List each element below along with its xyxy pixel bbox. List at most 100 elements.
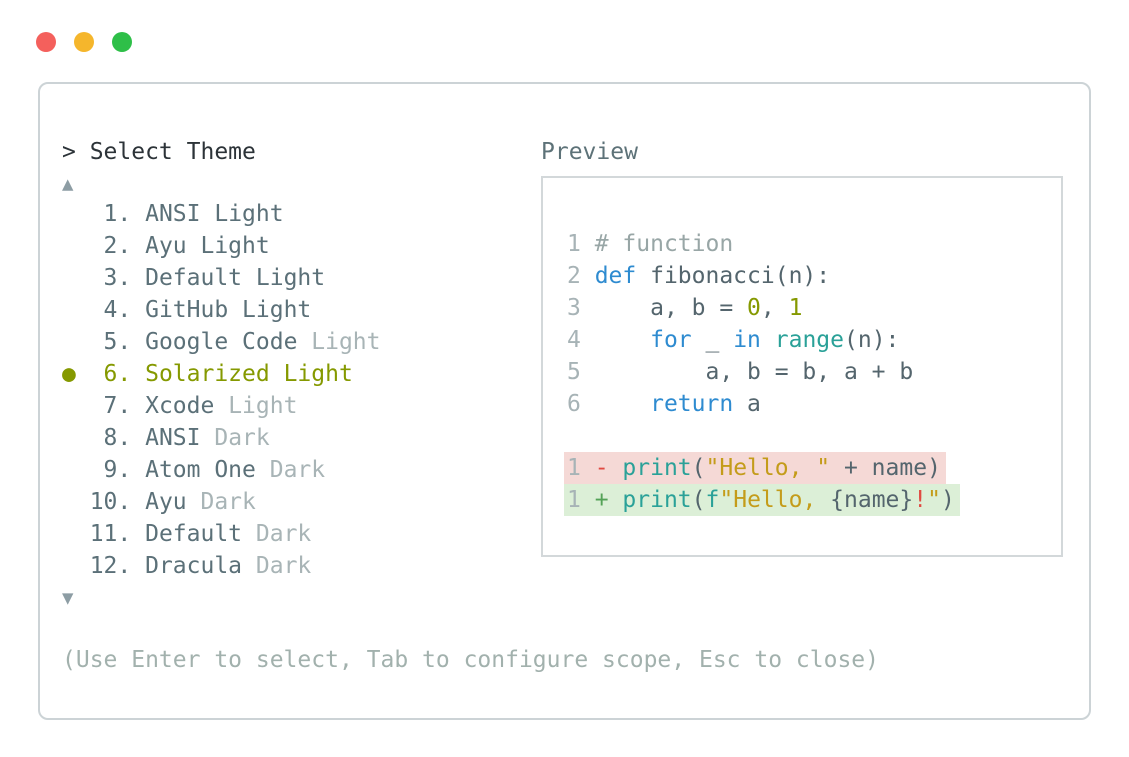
theme-item[interactable]: 12. Dracula Dark [62,550,381,582]
theme-item[interactable]: ● 6. Solarized Light [62,358,381,390]
line-number: 5 [567,359,595,385]
diff-line-added: 1 + print(f"Hello, {name}!") [564,484,960,516]
theme-item[interactable]: 5. Google Code Light [62,326,381,358]
diff-highlight: 1 + print(f"Hello, {name}!") [564,484,960,516]
theme-item-variant: Dark [255,553,312,579]
theme-item[interactable]: 1. ANSI Light [62,198,381,230]
code-preview: 1 # function 2 def fibonacci(n): 3 a, b = … [564,228,960,516]
bullet-gutter [62,425,90,451]
theme-item-variant: Light [228,393,298,419]
theme-item-variant: Light [200,233,270,259]
theme-item-name: Dracula [145,553,256,579]
code-token: fibonacci(n): [636,263,831,289]
theme-item[interactable]: 7. Xcode Light [62,390,381,422]
bullet-gutter [62,265,90,291]
theme-item-variant: Light [242,297,312,323]
code-token: {name} [830,487,914,513]
line-number: 4 [567,327,595,353]
code-token: _ [691,327,734,353]
code-token: print [622,487,692,513]
zoom-button-icon[interactable] [112,32,132,52]
code-token: a, b = [594,295,748,321]
theme-item-variant: Dark [255,521,312,547]
code-token: def [594,263,637,289]
theme-picker-panel: > Select Theme Preview ▲ 1. ANSI Light 2… [38,82,1091,720]
code-token: ( [691,455,706,481]
bullet-gutter [62,329,90,355]
theme-item-number: 1. [89,201,146,227]
code-line: 5 a, b = b, a + b [567,356,960,388]
code-line: 1 # function [567,228,960,260]
theme-list: 1. ANSI Light 2. Ayu Light 3. Default Li… [62,198,381,582]
theme-item-name: Atom One [145,457,270,483]
code-line-content: 3 a, b = 0, 1 [567,295,802,321]
code-token: + [594,487,623,513]
theme-item-number: 12. [89,553,146,579]
theme-item[interactable]: 8. ANSI Dark [62,422,381,454]
code-token: 1 [788,295,803,321]
code-token: " [927,487,941,513]
line-number: 1 [567,455,595,481]
code-token: ! [913,487,928,513]
code-line: 3 a, b = 0, 1 [567,292,960,324]
theme-item[interactable]: 11. Default Dark [62,518,381,550]
theme-item-number: 2. [89,233,146,259]
line-number: 3 [567,295,595,321]
theme-item-name: GitHub [145,297,243,323]
code-token: "Hello, " [705,455,831,481]
theme-item[interactable]: 2. Ayu Light [62,230,381,262]
code-token: for [650,327,692,353]
theme-item-variant: Light [311,329,381,355]
code-token: , [760,295,789,321]
code-line: 6 return a [567,388,960,420]
theme-item-name: Ayu [145,233,201,259]
minimize-button-icon[interactable] [74,32,94,52]
code-token: ( [691,487,706,513]
theme-item-name: Google Code [145,329,312,355]
diff-highlight: 1 - print("Hello, " + name) [564,452,946,484]
theme-item-number: 7. [89,393,146,419]
code-token: a, b = b, a + b [594,359,914,385]
code-token: range [774,327,844,353]
diff-line-removed: 1 - print("Hello, " + name) [564,452,960,484]
theme-item-name: ANSI [145,425,215,451]
preview-label: Preview [541,139,638,165]
code-token: ) [940,487,955,513]
theme-item-number: 8. [89,425,146,451]
theme-item-variant: Light [214,201,284,227]
code-token: return [650,391,734,417]
bullet-gutter [62,233,90,259]
theme-item-name: Xcode [145,393,229,419]
theme-item-name: Default [145,265,256,291]
code-token: f [705,487,720,513]
code-token: - [594,455,623,481]
code-line-content: 1 # function [567,231,733,257]
line-number: 1 [567,487,595,513]
bullet-gutter [62,521,90,547]
theme-item-name: Ayu [145,489,201,515]
bullet-gutter [62,489,90,515]
code-token: (n): [844,327,900,353]
theme-item-name: Solarized [145,361,284,387]
code-line-content: 6 return a [567,391,761,417]
theme-item-variant: Light [255,265,326,291]
theme-item[interactable]: 3. Default Light [62,262,381,294]
close-button-icon[interactable] [36,32,56,52]
bullet-gutter [62,201,90,227]
theme-item-number: 11. [89,521,146,547]
theme-item-variant: Dark [200,489,256,515]
code-token [595,391,650,417]
code-token [595,327,650,353]
bullet-gutter [62,457,90,483]
theme-item[interactable]: 10. Ayu Dark [62,486,381,518]
scroll-up-icon[interactable]: ▲ [62,173,74,195]
theme-item-variant: Dark [214,425,270,451]
theme-item[interactable]: 9. Atom One Dark [62,454,381,486]
code-line-content: 2 def fibonacci(n): [567,263,830,289]
theme-item[interactable]: 4. GitHub Light [62,294,381,326]
code-line-content: 4 for _ in range(n): [567,327,899,353]
scroll-down-icon[interactable]: ▼ [62,587,74,609]
window-controls [36,32,132,52]
theme-item-number: 9. [89,457,146,483]
